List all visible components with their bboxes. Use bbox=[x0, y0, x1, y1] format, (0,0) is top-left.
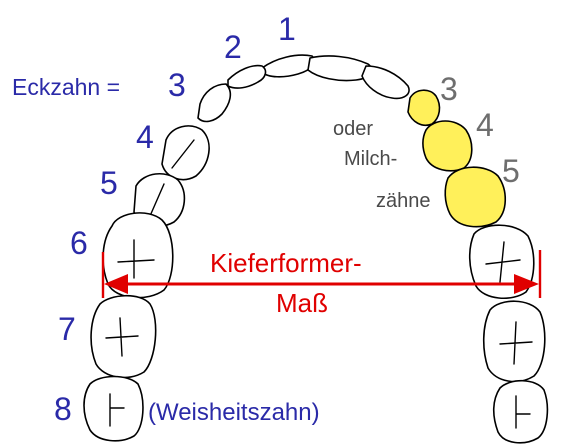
fissure-right-8 bbox=[515, 395, 531, 429]
label-oder: oder bbox=[333, 118, 373, 140]
fissure-left-6 bbox=[117, 239, 155, 279]
label-right-5: 5 bbox=[502, 153, 520, 189]
fissure-left-4 bbox=[171, 139, 195, 169]
tooth-right-5-milk bbox=[444, 166, 507, 228]
left-number-labels: 1 2 Eckzahn = 3 4 5 6 7 8 (Weisheitszahn… bbox=[12, 11, 320, 427]
fissure-right-7 bbox=[499, 321, 533, 365]
tooth-left-4 bbox=[161, 125, 210, 181]
label-left-3: 3 bbox=[168, 67, 186, 103]
tooth-right-4-milk bbox=[422, 120, 473, 172]
right-number-labels: 3 4 5 bbox=[440, 71, 520, 189]
tooth-right-2 bbox=[361, 65, 410, 100]
tooth-left-1 bbox=[261, 54, 316, 78]
milk-teeth-caption: oder Milch- zähne bbox=[333, 118, 431, 212]
fissure-right-6 bbox=[485, 241, 521, 283]
tooth-right-7 bbox=[482, 300, 546, 383]
fissure-left-8 bbox=[109, 393, 125, 427]
label-weisheitszahn: (Weisheitszahn) bbox=[148, 399, 320, 426]
left-teeth bbox=[83, 54, 316, 442]
right-teeth bbox=[307, 55, 549, 444]
label-left-2: 2 bbox=[224, 29, 242, 65]
label-left-4: 4 bbox=[136, 119, 154, 155]
label-zaehne: zähne bbox=[376, 190, 431, 212]
fissure-left-7 bbox=[105, 317, 139, 357]
tooth-left-3 bbox=[197, 83, 232, 123]
measure-arrowhead-left bbox=[104, 274, 128, 294]
measure-labels: Kieferformer- Maß bbox=[210, 248, 362, 318]
measure-arrow bbox=[101, 250, 542, 298]
label-right-3: 3 bbox=[440, 71, 458, 107]
label-eckzahn: Eckzahn = bbox=[12, 74, 120, 100]
tooth-right-8 bbox=[492, 379, 549, 444]
label-right-4: 4 bbox=[476, 107, 494, 143]
measure-arrowhead-right bbox=[514, 274, 539, 294]
fissure-left-5 bbox=[149, 183, 165, 217]
label-left-7: 7 bbox=[58, 311, 76, 347]
label-left-6: 6 bbox=[70, 225, 88, 261]
label-left-8: 8 bbox=[54, 391, 72, 427]
label-mass: Maß bbox=[276, 288, 328, 318]
label-left-5: 5 bbox=[100, 165, 118, 201]
label-kieferformer: Kieferformer- bbox=[210, 248, 362, 278]
label-milch: Milch- bbox=[344, 148, 397, 170]
tooth-right-3-milk bbox=[407, 89, 441, 127]
tooth-left-2 bbox=[227, 64, 267, 89]
label-left-1: 1 bbox=[278, 11, 296, 47]
